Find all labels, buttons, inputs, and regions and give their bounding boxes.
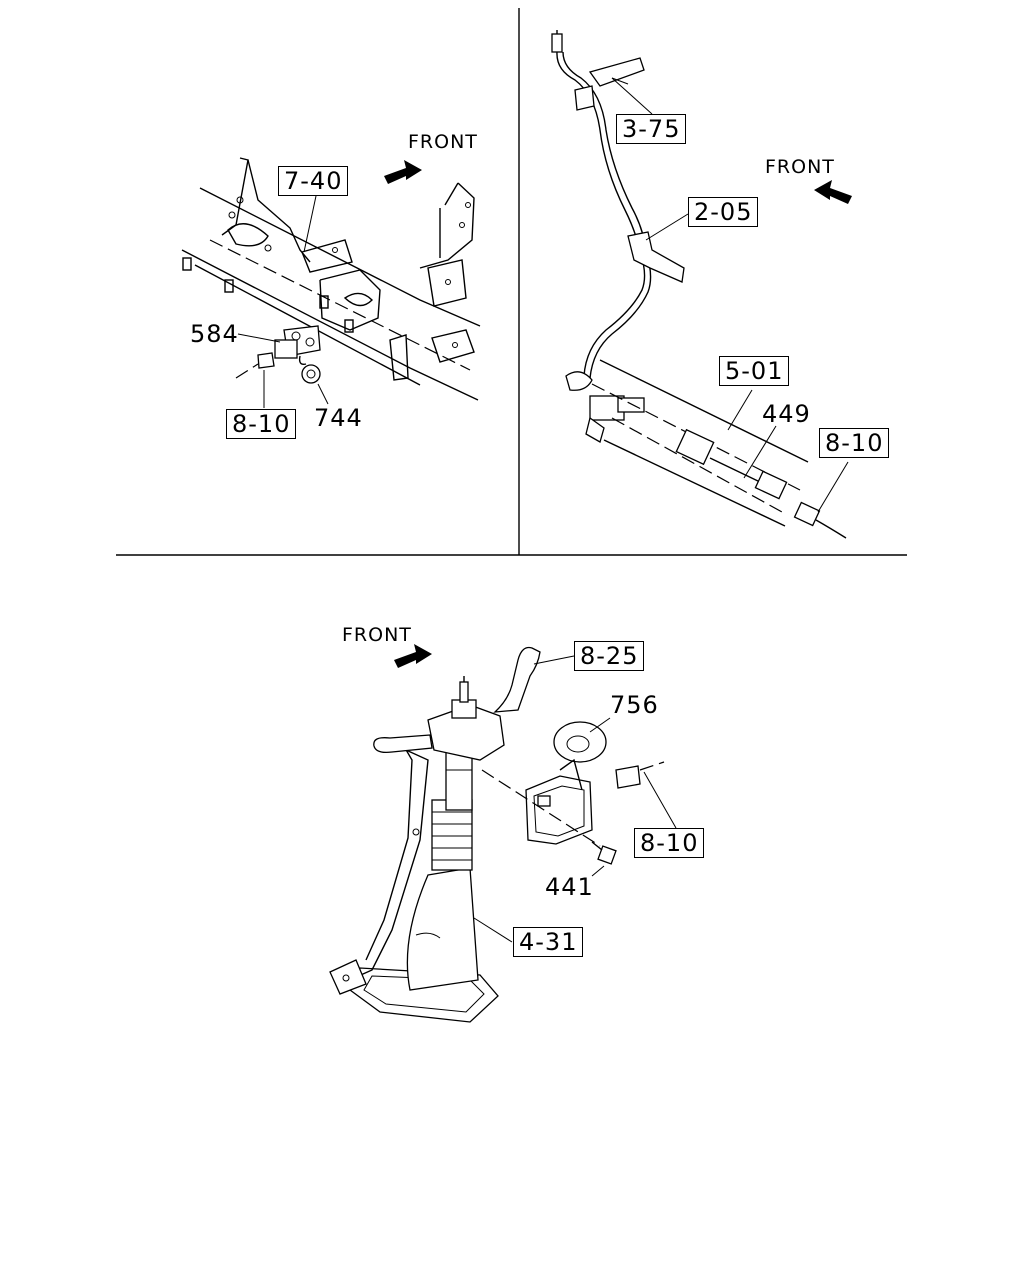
callout-4-31[interactable]: 4-31 (513, 927, 584, 957)
part-449[interactable]: 449 (762, 400, 811, 428)
part-584[interactable]: 584 (190, 320, 239, 348)
steering-column-drawing (329, 646, 677, 1023)
crossmember-drawing (181, 157, 481, 408)
callout-8-25[interactable]: 8-25 (574, 641, 645, 671)
part-756[interactable]: 756 (610, 691, 659, 719)
front-label: FRONT (408, 131, 478, 153)
callout-7-40[interactable]: 7-40 (278, 166, 349, 196)
harness-drawing (551, 30, 849, 539)
callout-3-75[interactable]: 3-75 (616, 114, 687, 144)
front-label: FRONT (342, 624, 412, 646)
front-arrow-icon (814, 180, 852, 204)
callout-2-05[interactable]: 2-05 (688, 197, 759, 227)
front-arrow-icon (394, 644, 432, 668)
front-label: FRONT (765, 156, 835, 178)
callout-5-01[interactable]: 5-01 (719, 356, 790, 386)
front-arrow-icon (384, 160, 422, 184)
part-441[interactable]: 441 (545, 873, 594, 901)
callout-8-10[interactable]: 8-10 (634, 828, 705, 858)
callout-8-10[interactable]: 8-10 (819, 428, 890, 458)
callout-8-10[interactable]: 8-10 (226, 409, 297, 439)
part-744[interactable]: 744 (314, 404, 363, 432)
